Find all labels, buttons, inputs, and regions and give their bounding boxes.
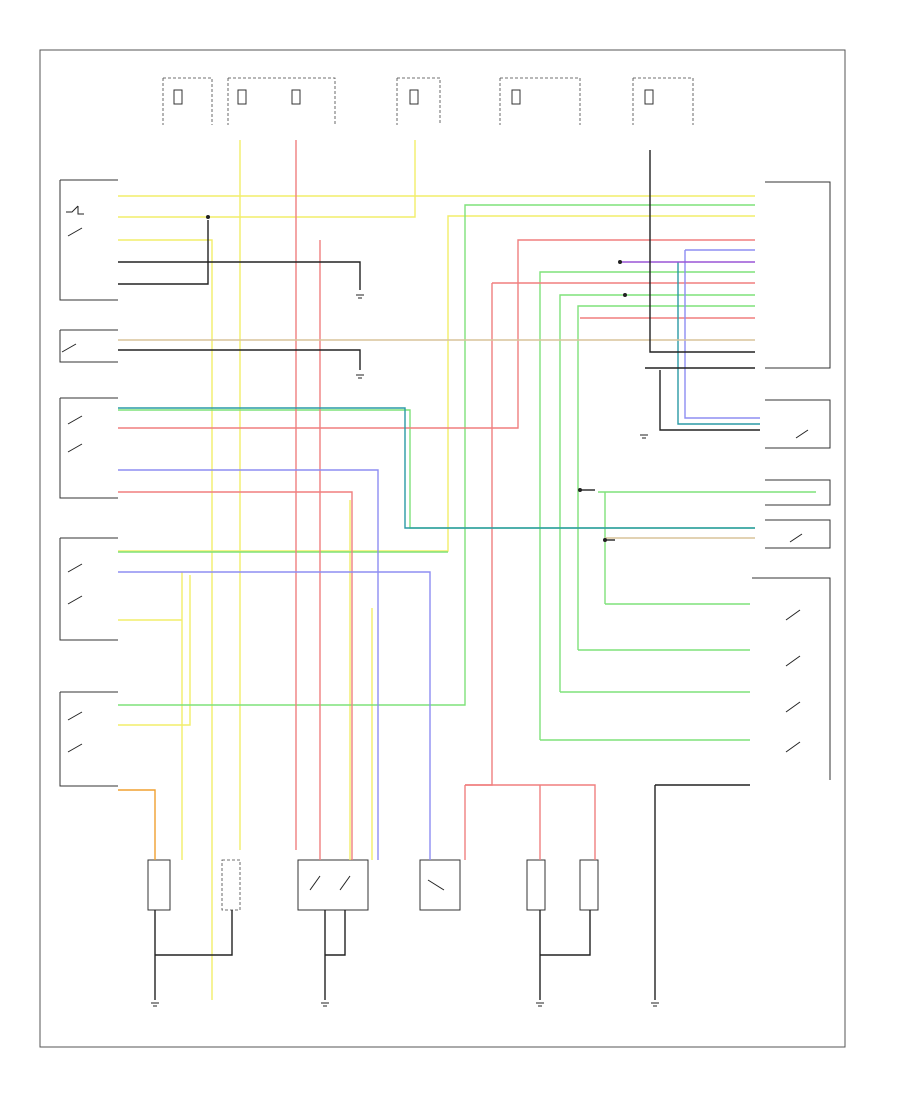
junction-dots — [206, 215, 627, 542]
right-component-blocks — [752, 181, 831, 780]
wires — [118, 140, 816, 1000]
diagram-frame — [39, 49, 846, 1048]
bottom-component-blocks — [147, 859, 599, 911]
ground-symbols — [151, 294, 659, 1007]
top-fuse-block — [162, 77, 694, 125]
left-switch-blocks — [59, 179, 118, 787]
